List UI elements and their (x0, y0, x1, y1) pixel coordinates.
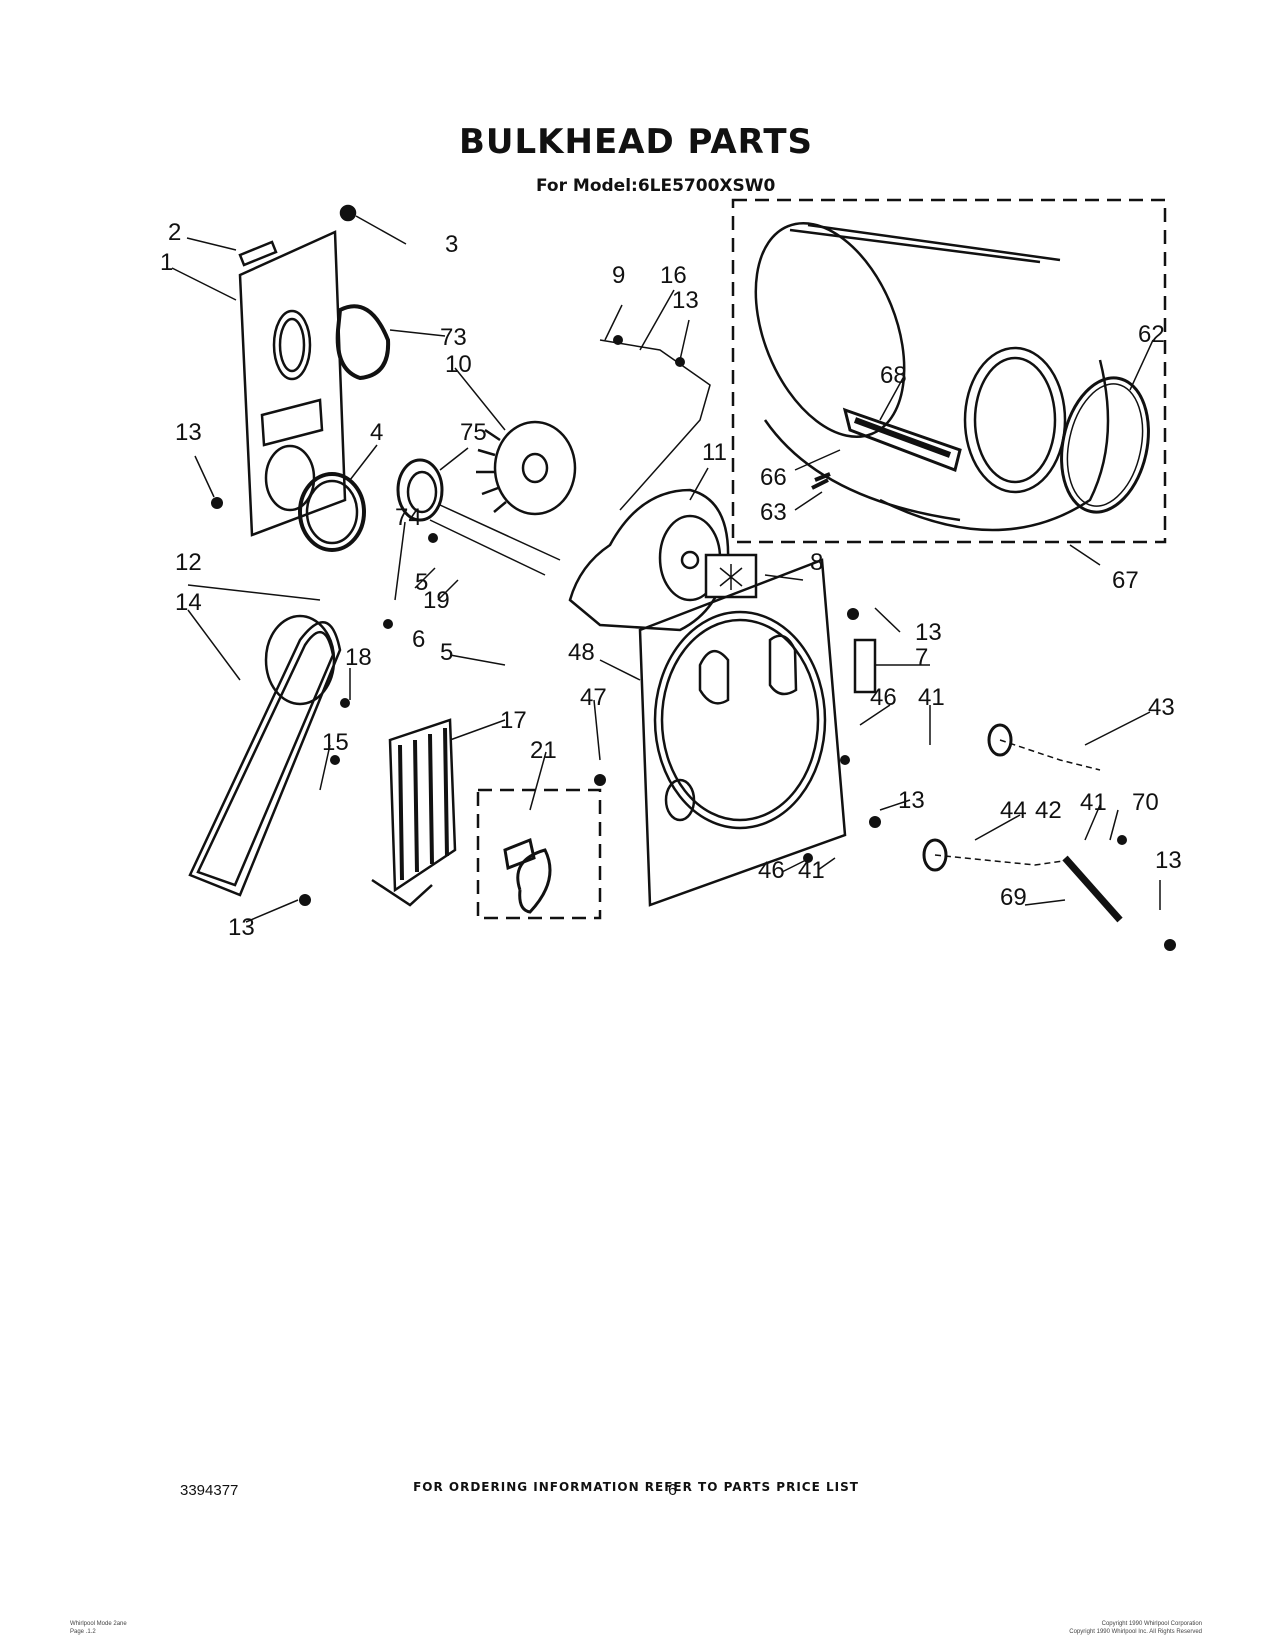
callout-label: 41 (798, 857, 825, 884)
belt-part (188, 614, 342, 897)
callout-label: 46 (870, 684, 897, 711)
callout-label: 13 (228, 914, 255, 941)
thermostat-kit-box (476, 788, 602, 920)
callout-label: 6 (412, 626, 425, 653)
callout-label: 74 (395, 504, 422, 531)
heater-element-part (371, 718, 457, 907)
callout-label: 13 (1155, 847, 1182, 874)
idler-shaft (1062, 855, 1123, 923)
callout-label: 46 (758, 857, 785, 884)
callout-label: 5 (415, 569, 428, 596)
callout-label: 4 (370, 419, 383, 446)
callout-label: 47 (580, 684, 607, 711)
document-number: 3394377 (180, 1482, 239, 1499)
callout-label: 66 (760, 464, 787, 491)
callout-label: 16 (660, 262, 687, 289)
callout-label: 18 (345, 644, 372, 671)
rear-bulkhead-part (638, 558, 877, 907)
callout-label: 14 (175, 589, 202, 616)
callout-label: 69 (1000, 884, 1027, 911)
callout-label: 19 (423, 587, 450, 614)
callout-label: 68 (880, 362, 907, 389)
ordering-note: FOR ORDERING INFORMATION REFER TO PARTS … (413, 1480, 859, 1494)
blower-housing-part (568, 488, 730, 632)
callout-label: 13 (672, 287, 699, 314)
callout-label: 10 (445, 351, 472, 378)
callout-label: 5 (440, 639, 453, 666)
callout-label: 2 (168, 219, 181, 246)
callout-label: 11 (702, 439, 727, 466)
callout-label: 75 (460, 419, 487, 446)
leader-lines (171, 215, 1161, 923)
idler-pulley-part-2 (922, 838, 948, 872)
callout-label: 21 (530, 737, 557, 764)
callout-label: 48 (568, 639, 595, 666)
callout-label: 62 (1138, 321, 1165, 348)
callout-label: 1 (160, 249, 173, 276)
callout-label: 13 (915, 619, 942, 646)
wire-harness (599, 339, 711, 511)
fine-print-line: Whirlpool Mode 2ane (70, 1621, 127, 1627)
callout-label: 63 (760, 499, 787, 526)
callout-label: 73 (440, 324, 467, 351)
callout-label: 44 (1000, 797, 1027, 824)
callout-label: 9 (612, 262, 625, 289)
callout-label: 41 (1080, 789, 1107, 816)
fine-print-line: Copyright 1990 Whirlpool Inc. All Rights… (1069, 1629, 1202, 1635)
callout-label: 7 (915, 644, 928, 671)
page-title: BULKHEAD PARTS (458, 122, 814, 162)
callout-label: 15 (322, 729, 349, 756)
idler-pulley-part (987, 723, 1013, 757)
callout-label: 41 (918, 684, 945, 711)
drum-assembly-box (731, 198, 1167, 544)
fine-print-right: Copyright 1990 Whirlpool Corporation Cop… (1069, 1620, 1202, 1636)
callout-label: 8 (810, 549, 823, 576)
drum-part (754, 222, 1110, 532)
blower-wheel-part (476, 420, 577, 516)
gasket-73 (335, 304, 391, 381)
drum-seal-ring (1060, 376, 1150, 514)
fine-print-line: Copyright 1990 Whirlpool Corporation (1101, 1621, 1202, 1627)
callout-label: 70 (1132, 789, 1159, 816)
drum-screw (811, 472, 831, 490)
callout-label: 67 (1112, 567, 1139, 594)
callout-label: 17 (500, 707, 527, 734)
cap-nut-part (339, 204, 357, 222)
callout-label: 13 (175, 419, 202, 446)
page-number: 6 (668, 1482, 677, 1499)
model-subtitle: For Model:6LE5700XSW0 (536, 176, 776, 196)
callout-label: 42 (1035, 797, 1062, 824)
callout-label: 12 (175, 549, 202, 576)
fine-print-line: Page .1.2 (70, 1629, 96, 1635)
callout-label: 3 (445, 231, 458, 258)
handle-part (238, 240, 278, 267)
front-panel-part (238, 230, 347, 537)
callout-label: 43 (1148, 694, 1175, 721)
fine-print-left: Whirlpool Mode 2ane Page .1.2 (70, 1620, 127, 1636)
gasket-4 (298, 472, 366, 552)
callout-label: 13 (898, 787, 925, 814)
